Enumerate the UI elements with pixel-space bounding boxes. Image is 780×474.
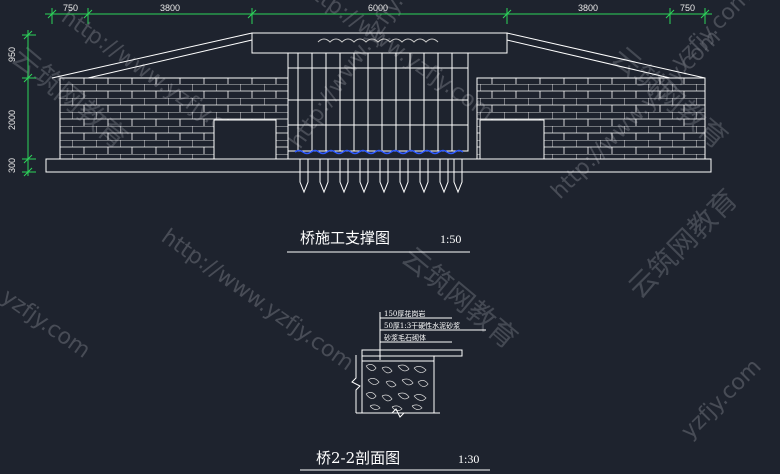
section-note-2: 50厚1:3干硬性水泥砂浆 [384,321,460,330]
break-line-left [351,355,361,413]
mortar-layer [361,355,435,362]
bridge-elevation [45,32,712,194]
dim-left-2: 2000 [7,110,17,130]
left-slope-inner [87,39,253,79]
piles [299,159,463,194]
watermark-layer: http://www.yzfjy.com http://www.yzfjy.co… [0,0,767,444]
section-note-3: 砂浆毛石砌体 [384,333,426,342]
watermark-brand: 云筑网教育 [622,183,744,305]
elevation-title: 桥施工支撑图 [300,229,390,247]
section-note-1: 150厚花岗岩 [384,309,425,318]
break-line-bottom [356,408,440,418]
water-line [294,149,464,155]
support-frame [287,52,469,152]
top-dimension-line [45,8,712,24]
dim-top-5: 750 [680,3,695,13]
rubble-texture [365,364,429,411]
granite-layer [361,349,463,357]
right-opening [479,119,545,160]
dim-left-1: 950 [7,47,17,62]
deck-planting [317,38,439,43]
dim-left-3: 300 [7,158,17,173]
dim-top-4: 3800 [578,3,598,13]
section-detail [351,312,486,418]
watermark-url: http://www.yzfjy.com [157,224,359,376]
section-title: 桥2-2剖面图 [316,449,400,467]
dim-top-3: 6000 [368,3,388,13]
dim-top-2: 3800 [160,3,180,13]
right-slope-inner [506,39,671,79]
dim-top-1: 750 [63,3,78,13]
elevation-scale: 1:50 [440,232,461,246]
watermark-url-short: yzfjy.com [677,354,767,444]
left-opening [213,119,277,160]
foundation-slab [45,158,712,173]
watermark-url-short: yzfjy.com [0,284,95,363]
section-scale: 1:30 [458,452,479,466]
left-dimension-line [22,30,36,177]
